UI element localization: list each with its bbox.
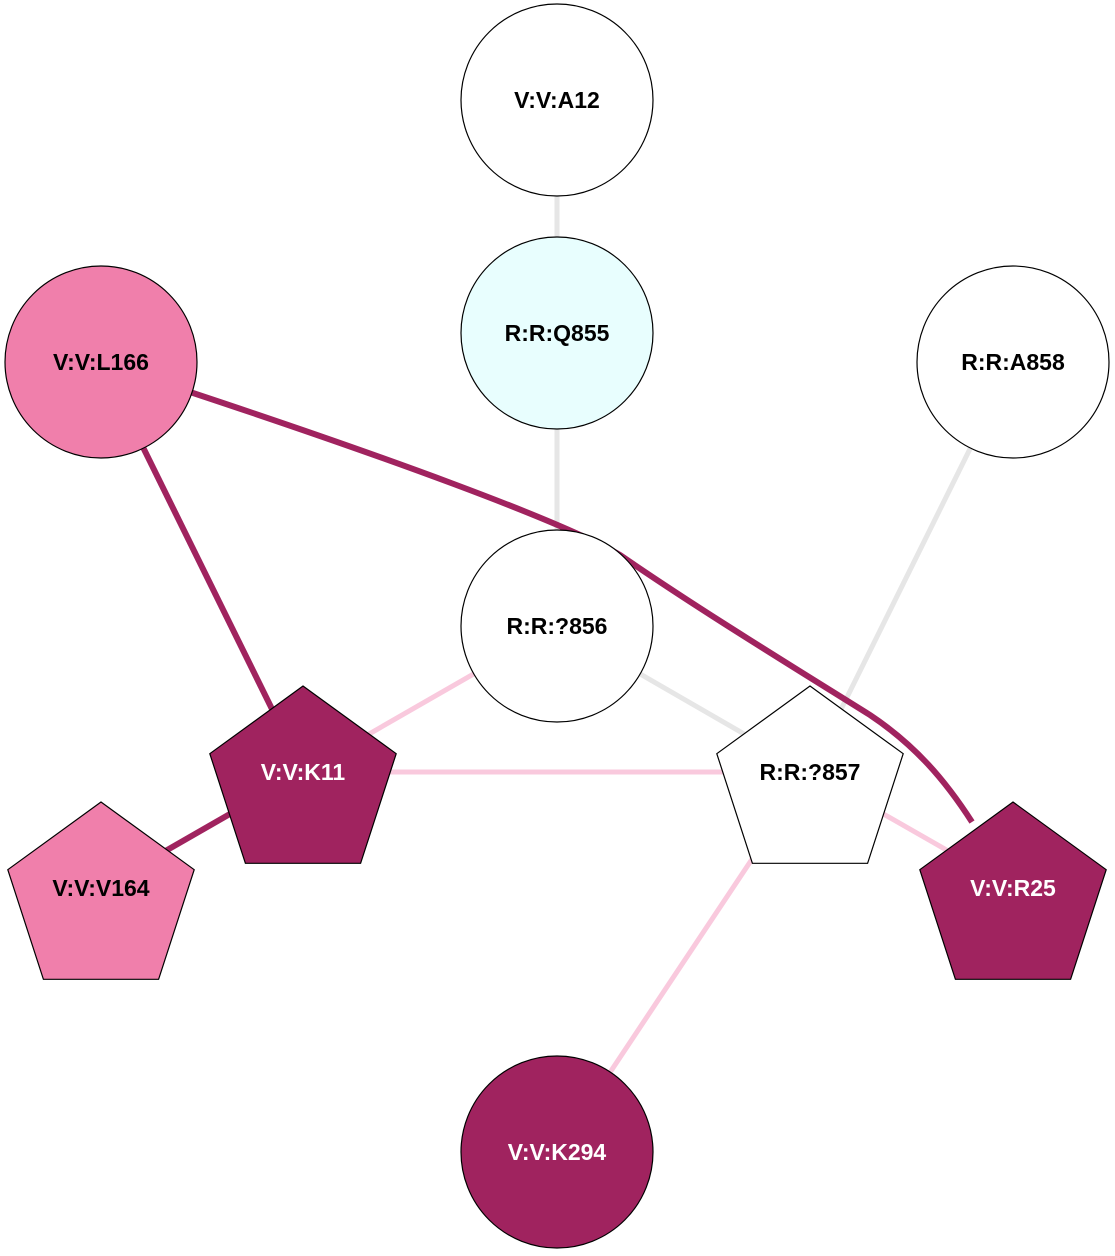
node-label: R:R:?857 xyxy=(760,759,861,785)
node-vl166[interactable]: V:V:L166 xyxy=(4,265,198,459)
node-va12[interactable]: V:V:A12 xyxy=(460,3,654,197)
node-circle-shape xyxy=(460,236,654,430)
node-vk11[interactable]: V:V:K11 xyxy=(209,685,397,864)
node-rq855[interactable]: R:R:Q855 xyxy=(460,236,654,430)
node-label: R:R:Q855 xyxy=(505,320,610,346)
node-label: R:R:?856 xyxy=(507,613,608,639)
node-circle-shape xyxy=(460,529,654,723)
node-pentagon-shape xyxy=(919,801,1107,980)
node-label: V:V:K294 xyxy=(508,1139,607,1165)
node-label: V:V:A12 xyxy=(514,87,600,113)
node-pentagon-shape xyxy=(209,685,397,864)
node-vv164[interactable]: V:V:V164 xyxy=(7,801,195,980)
edge-vl166-vr25 xyxy=(189,389,975,824)
node-r857[interactable]: R:R:?857 xyxy=(716,685,904,864)
node-circle-shape xyxy=(4,265,198,459)
node-vk294[interactable]: V:V:K294 xyxy=(460,1055,654,1249)
node-circle-shape xyxy=(916,265,1110,459)
node-pentagon-shape xyxy=(716,685,904,864)
node-ra858[interactable]: R:R:A858 xyxy=(916,265,1110,459)
node-circle-shape xyxy=(460,1055,654,1249)
node-circle-shape xyxy=(460,3,654,197)
node-pentagon-shape xyxy=(7,801,195,980)
node-label: V:V:R25 xyxy=(970,875,1056,901)
node-label: V:V:V164 xyxy=(52,875,149,901)
node-label: V:V:K11 xyxy=(261,759,346,785)
node-vr25[interactable]: V:V:R25 xyxy=(919,801,1107,980)
node-label: R:R:A858 xyxy=(961,349,1065,375)
node-label: V:V:L166 xyxy=(53,349,149,375)
node-r856[interactable]: R:R:?856 xyxy=(460,529,654,723)
